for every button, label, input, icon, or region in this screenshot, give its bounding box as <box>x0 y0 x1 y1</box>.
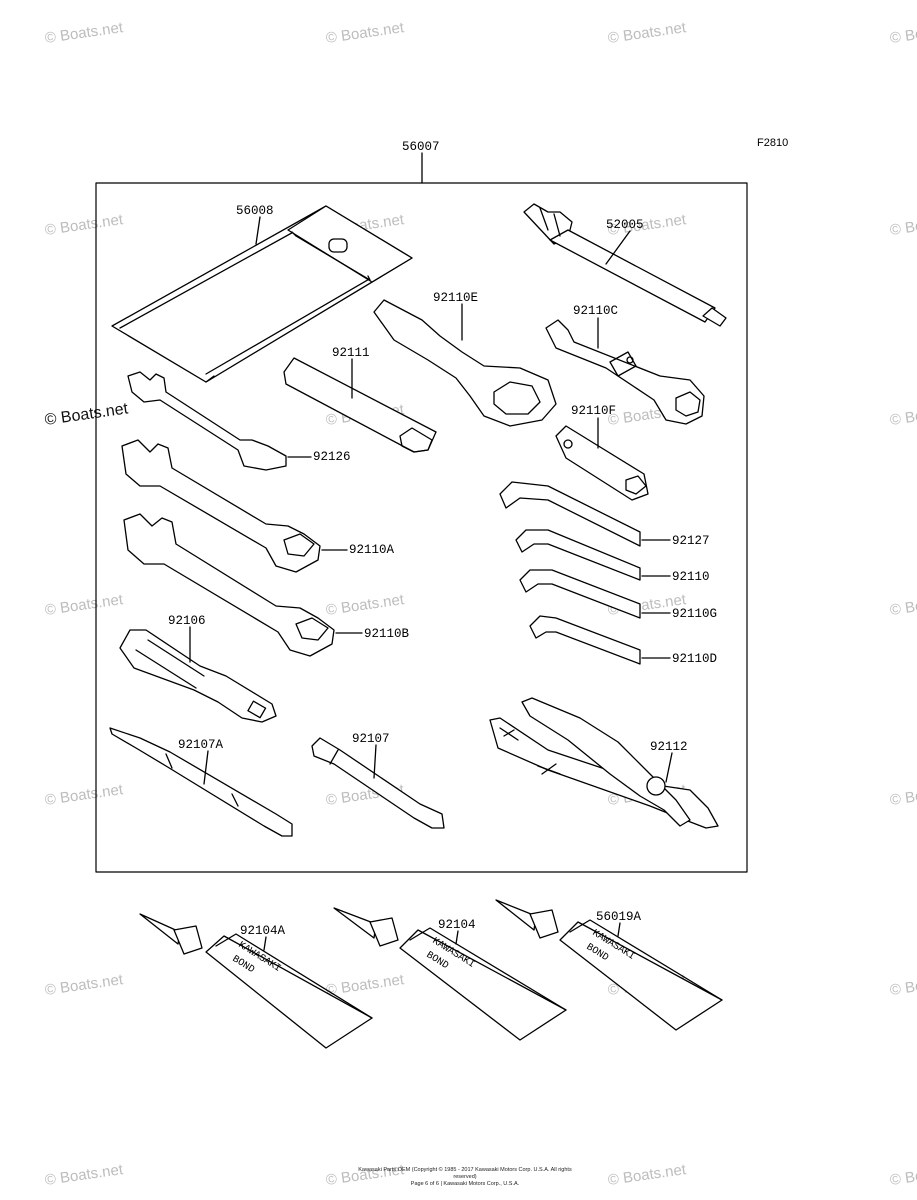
tommy-bar <box>283 357 437 453</box>
screwdriver-a <box>109 727 293 837</box>
tool-kit-frame <box>95 152 748 873</box>
label-screwdriver-a: 92107A <box>178 738 224 752</box>
tool-pouch <box>111 205 413 383</box>
wrench-b <box>123 513 335 657</box>
pliers <box>489 697 719 829</box>
figure-code: F2810 <box>757 137 789 149</box>
label-tommy-bar: 92111 <box>332 346 370 360</box>
label-bond: 92104 <box>438 918 476 932</box>
label-bond-a: 92104A <box>240 924 286 938</box>
hex-key-3 <box>519 569 641 619</box>
label-box-wrench-f: 92110F <box>571 404 616 418</box>
hex-key-1 <box>499 481 641 547</box>
screwdriver <box>311 737 445 829</box>
label-spark-plug-wrench-handle: 52005 <box>606 218 644 232</box>
box-wrench-f <box>555 425 649 501</box>
wrench-a <box>121 439 321 573</box>
hex-key-2 <box>515 529 641 581</box>
label-box-wrench-c: 92110C <box>573 304 618 318</box>
bond-tube-b: KAWASAKI BOND <box>495 899 723 1031</box>
spark-plug-wrench-handle <box>523 203 727 327</box>
screwdriver-handle <box>119 629 277 723</box>
label-pouch: 56008 <box>236 204 274 218</box>
label-bond-b: 56019A <box>596 910 642 924</box>
label-wrench-a: 92110A <box>349 543 395 557</box>
box-wrench-c <box>545 319 705 425</box>
label-screwdriver: 92107 <box>352 732 390 746</box>
footer-line-1: Kawasaki Parts OEM (Copyright © 1985 - 2… <box>358 1167 572 1180</box>
footer-line-2: Page 6 of 6 | Kawasaki Motors Corp., U.S… <box>410 1181 520 1187</box>
wrench-small <box>127 371 287 471</box>
label-hex-key-1: 92127 <box>672 534 710 548</box>
label-wrench-small: 92126 <box>313 450 351 464</box>
kit-label: 56007 <box>402 140 440 154</box>
hex-key-4 <box>529 615 641 665</box>
label-screwdriver-handle: 92106 <box>168 614 206 628</box>
label-wrench-b: 92110B <box>364 627 410 641</box>
label-hex-key-2: 92110 <box>672 570 710 584</box>
label-ring-wrench: 92110E <box>433 291 478 305</box>
ring-wrench <box>373 299 557 427</box>
footer-copyright: Kawasaki Parts OEM (Copyright © 1985 - 2… <box>350 1167 580 1188</box>
label-pliers: 92112 <box>650 740 688 754</box>
label-hex-key-4: 92110D <box>672 652 717 666</box>
label-hex-key-3: 92110G <box>672 607 717 621</box>
